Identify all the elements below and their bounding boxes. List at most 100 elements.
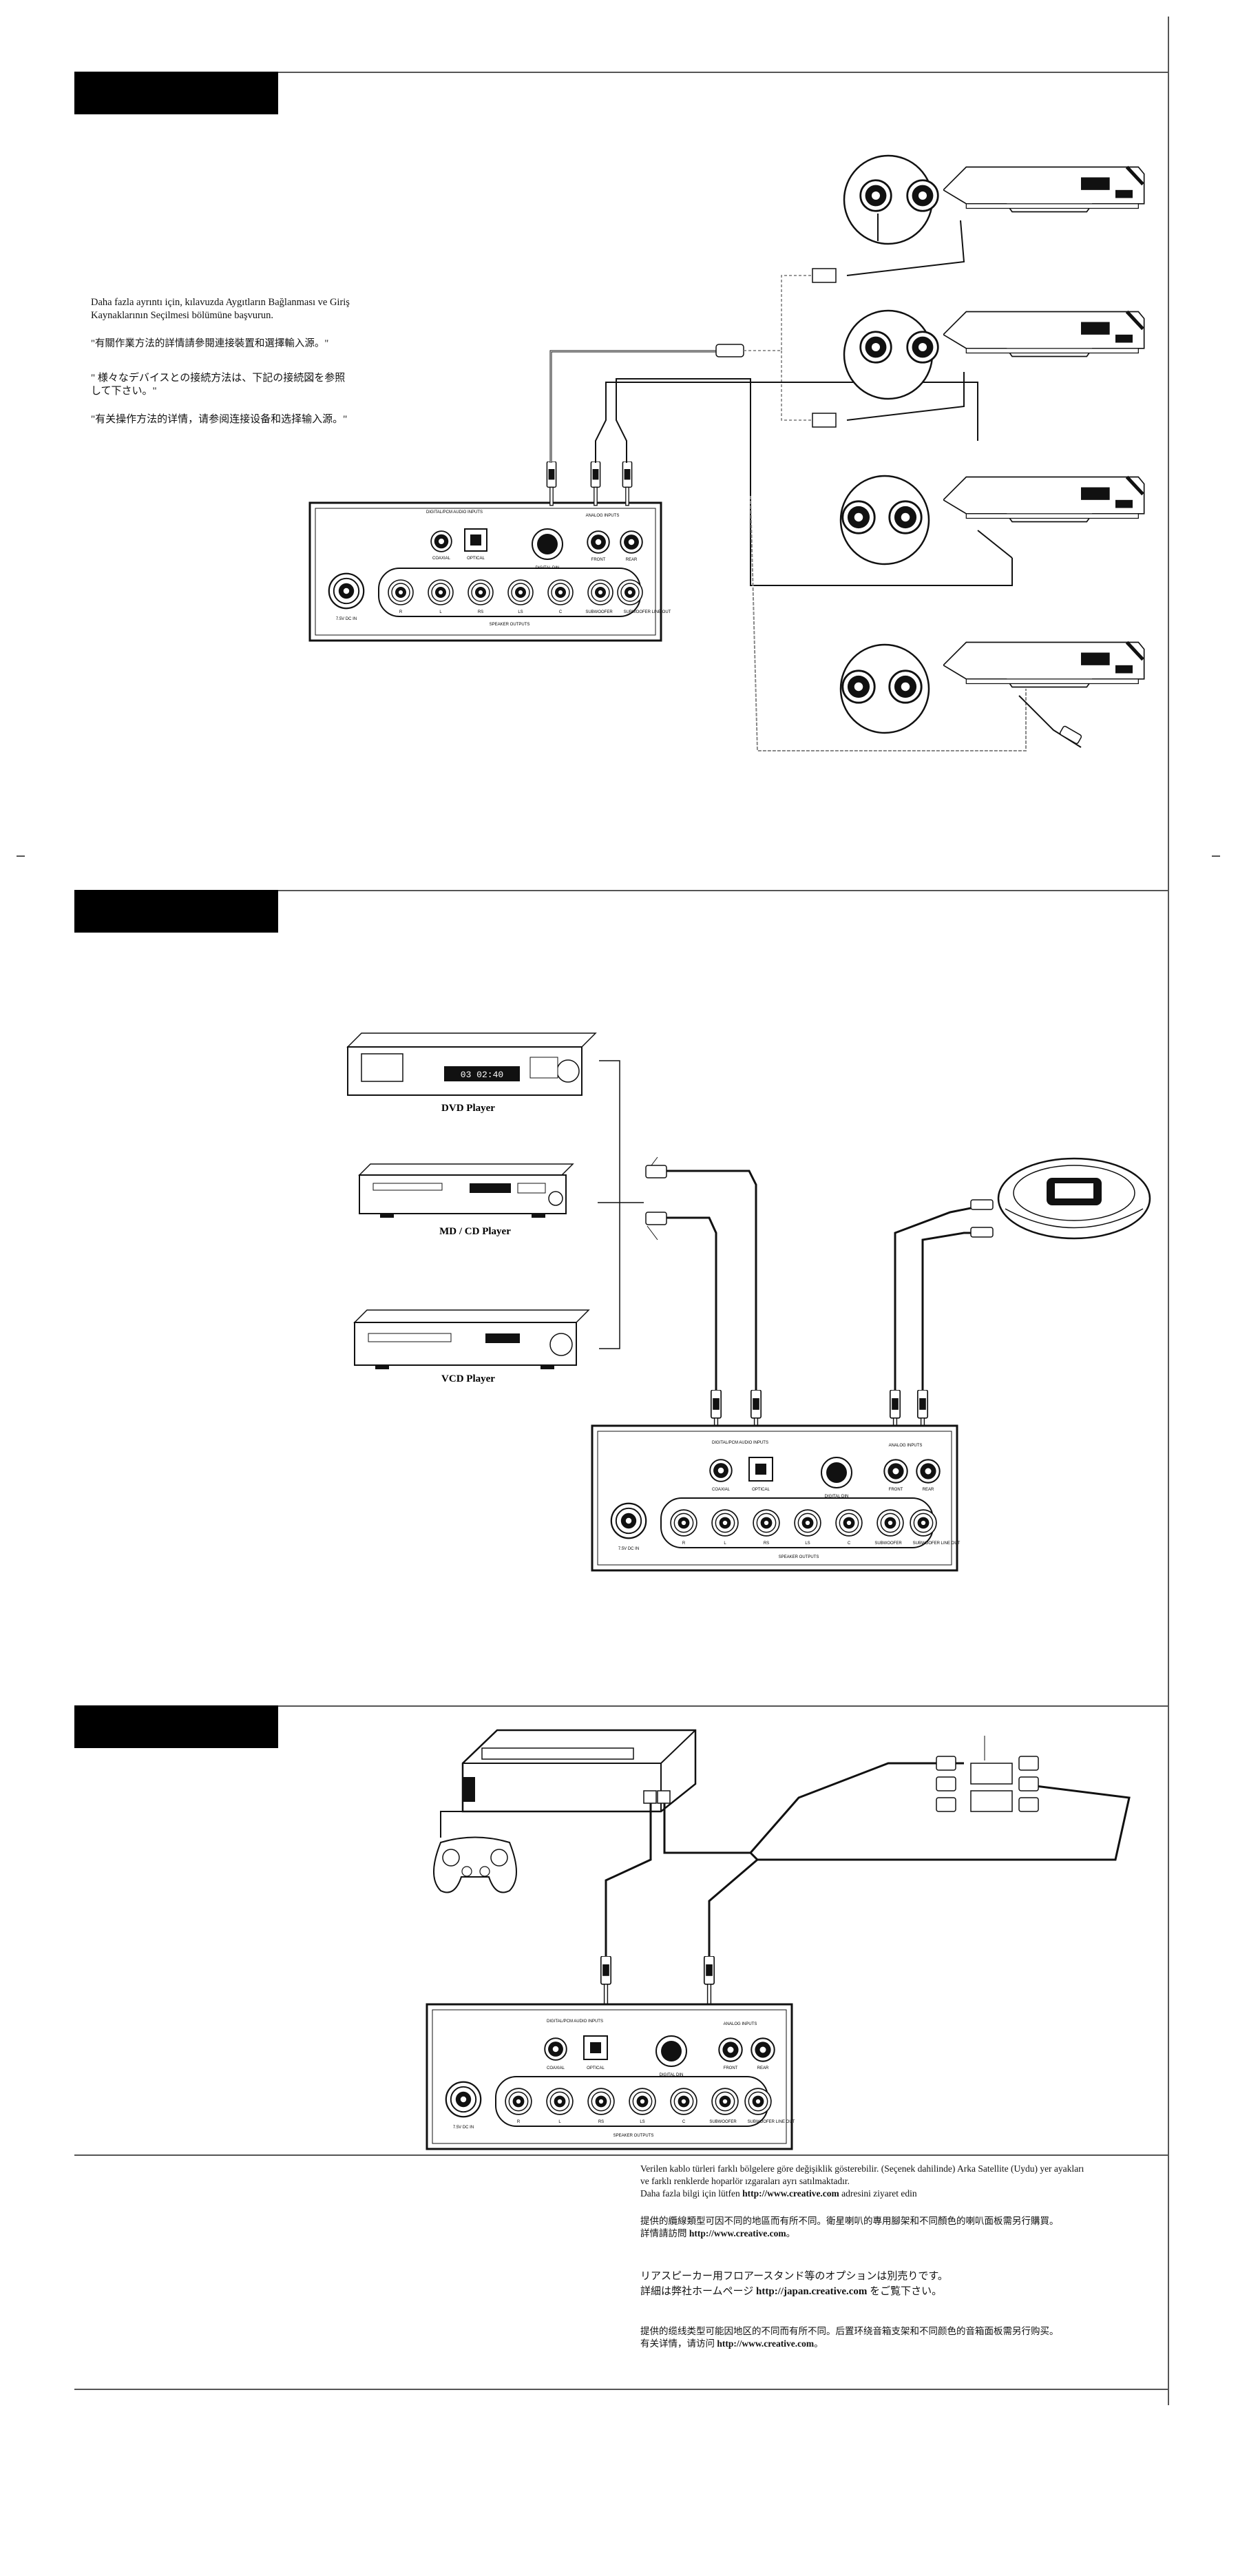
- svg-text:LS: LS: [640, 2120, 644, 2124]
- svg-text:L: L: [558, 2120, 561, 2124]
- game-console-illustration: [461, 1729, 697, 1813]
- svg-text:SUBWOOFER LINE OUT: SUBWOOFER LINE OUT: [913, 1541, 961, 1546]
- footer-tr-line3-post: adresini ziyaret edin: [839, 2188, 917, 2199]
- section1-note-traditional-chinese: "有關作業方法的詳情請參閱連接裝置和選擇輸入源。": [91, 338, 329, 349]
- footer-ja-line1: リアスピーカー用フロアースタンド等のオプションは別売りです。: [640, 2271, 948, 2282]
- footer-note-turkish: Verilen kablo türleri farklı bölgelere g…: [640, 2163, 1164, 2200]
- panel-dc-in-label: 7.5V DC IN: [336, 617, 357, 621]
- svg-text:RS: RS: [764, 1541, 769, 1546]
- control-pod-panel-1: 7.5V DC IN R L RS LS C SUBWOOFER SUBWOOF…: [308, 501, 671, 642]
- svg-text:03 02:40: 03 02:40: [461, 1070, 503, 1080]
- md-cd-player-label: MD / CD Player: [439, 1226, 511, 1237]
- svg-text:L: L: [439, 610, 442, 614]
- sound-card-option-1: [843, 154, 1144, 276]
- footer-tw-line2-pre: 詳情請訪問: [640, 2228, 689, 2239]
- svg-text:SUBWOOFER: SUBWOOFER: [709, 2120, 737, 2124]
- footer-cn-line2-pre: 有关详情，请访问: [640, 2338, 717, 2349]
- svg-text:R: R: [399, 610, 403, 614]
- svg-text:ANALOG INPUTS: ANALOG INPUTS: [586, 514, 620, 518]
- portable-player-illustration: [997, 1157, 1151, 1240]
- crop-mark-right: [1212, 855, 1220, 857]
- footer-tw-url[interactable]: http://www.creative.com: [689, 2228, 786, 2239]
- svg-text:7.5V DC IN: 7.5V DC IN: [618, 1547, 639, 1551]
- svg-text:DIGITAL/PCM AUDIO INPUTS: DIGITAL/PCM AUDIO INPUTS: [712, 1441, 768, 1445]
- svg-text:COAXIAL: COAXIAL: [547, 2066, 565, 2070]
- svg-text:SUBWOOFER: SUBWOOFER: [874, 1541, 902, 1546]
- section2-diagram: 03 02:40 DVD Player MD / CD Player: [346, 1032, 1151, 1572]
- section1-diagram: 7.5V DC IN R L RS LS C SUBWOOFER SUBWOOF…: [308, 154, 1144, 751]
- sound-card-option-3: [839, 475, 1144, 565]
- footer-cn-line1: 提供的缆线类型可能因地区的不同而有所不同。后置环绕音箱支架和不同颜色的音箱面板需…: [640, 2326, 1059, 2336]
- section1-top-rule: [74, 72, 1169, 73]
- svg-text:COAXIAL: COAXIAL: [712, 1488, 731, 1492]
- section3-diagram: 7.5V DC IN R L RS LS C SUBWOOFER SUBWOOF…: [426, 1729, 1131, 2150]
- footer-bottom-rule: [74, 2389, 1169, 2390]
- svg-text:SUBWOOFER LINE OUT: SUBWOOFER LINE OUT: [624, 610, 671, 614]
- footer-ja-url[interactable]: http://japan.creative.com: [756, 2286, 868, 2297]
- svg-text:RS: RS: [478, 610, 483, 614]
- svg-text:R: R: [517, 2120, 521, 2124]
- svg-text:L: L: [724, 1541, 726, 1546]
- svg-text:SUBWOOFER LINE OUT: SUBWOOFER LINE OUT: [748, 2120, 795, 2124]
- svg-text:LS: LS: [805, 1541, 810, 1546]
- svg-text:SPEAKER OUTPUTS: SPEAKER OUTPUTS: [779, 1555, 819, 1559]
- footer-tr-line1: Verilen kablo türleri farklı bölgelere g…: [640, 2163, 1084, 2174]
- svg-text:R: R: [682, 1541, 686, 1546]
- svg-text:ANALOG INPUTS: ANALOG INPUTS: [889, 1444, 923, 1448]
- section3-top-rule: [74, 1705, 1169, 1707]
- section3-header-tab: [74, 1705, 278, 1748]
- page-right-border: [1168, 17, 1169, 2405]
- svg-text:REAR: REAR: [757, 2066, 769, 2070]
- svg-text:DIGITAL DIN: DIGITAL DIN: [660, 2073, 684, 2077]
- control-pod-panel-3: 7.5V DC IN R L RS LS C SUBWOOFER SUBWOOF…: [426, 2003, 795, 2150]
- footer-tr-line2: ve farklı renklerde hoparlör ızgaraları …: [640, 2176, 850, 2186]
- svg-text:DIGITAL/PCM AUDIO INPUTS: DIGITAL/PCM AUDIO INPUTS: [547, 2019, 603, 2024]
- footer-note-japanese: リアスピーカー用フロアースタンド等のオプションは別売りです。 詳細は弊社ホームペ…: [640, 2269, 1164, 2299]
- svg-text:FRONT: FRONT: [889, 1488, 903, 1492]
- control-pod-panel-2: 7.5V DC IN R L RS LS C SUBWOOFER SUBWOOF…: [591, 1424, 961, 1572]
- svg-text:COAXIAL: COAXIAL: [432, 557, 451, 561]
- svg-text:C: C: [848, 1541, 851, 1546]
- svg-text:ANALOG INPUTS: ANALOG INPUTS: [724, 2022, 757, 2026]
- svg-text:FRONT: FRONT: [591, 558, 606, 562]
- md-cd-player-illustration: [358, 1163, 574, 1218]
- footer-top-rule: [74, 2154, 1169, 2156]
- svg-text:SPEAKER OUTPUTS: SPEAKER OUTPUTS: [613, 2134, 654, 2138]
- crop-mark-left: [17, 855, 25, 857]
- svg-text:OPTICAL: OPTICAL: [587, 2066, 605, 2070]
- svg-text:LS: LS: [518, 610, 523, 614]
- svg-text:OPTICAL: OPTICAL: [467, 557, 485, 561]
- footer-tr-line3-pre: Daha fazla bilgi için lütfen: [640, 2188, 743, 2199]
- footer-tr-url[interactable]: http://www.creative.com: [742, 2188, 839, 2199]
- footer-note-simplified-chinese: 提供的缆线类型可能因地区的不同而有所不同。后置环绕音箱支架和不同颜色的音箱面板需…: [640, 2325, 1164, 2350]
- footer-cn-url[interactable]: http://www.creative.com: [717, 2338, 815, 2349]
- svg-text:RS: RS: [598, 2120, 604, 2124]
- svg-text:REAR: REAR: [923, 1488, 934, 1492]
- section1-note-turkish: Daha fazla ayrıntı için, kılavuzda Aygıt…: [91, 297, 350, 321]
- footer-ja-line2-pre: 詳細は弊社ホームページ: [640, 2286, 757, 2297]
- svg-text:REAR: REAR: [626, 558, 638, 562]
- svg-text:DIGITAL/PCM AUDIO INPUTS: DIGITAL/PCM AUDIO INPUTS: [426, 510, 483, 515]
- footer-note-traditional-chinese: 提供的纜線類型可因不同的地區而有所不同。衛星喇叭的專用腳架和不同顏色的喇叭面板需…: [640, 2215, 1164, 2240]
- vcd-player-label: VCD Player: [441, 1373, 495, 1384]
- section2-header-tab: [74, 890, 278, 933]
- section1-note-japanese: " 様々なデバイスとの接続方法は、下記の接続図を参照して下さい。": [91, 373, 346, 397]
- svg-text:OPTICAL: OPTICAL: [752, 1488, 770, 1492]
- svg-text:FRONT: FRONT: [724, 2066, 738, 2070]
- vcd-player-illustration: [353, 1309, 590, 1369]
- svg-text:7.5V DC IN: 7.5V DC IN: [453, 2126, 474, 2130]
- section2-top-rule: [74, 890, 1169, 891]
- dvd-player-label: DVD Player: [441, 1103, 495, 1114]
- svg-text:DIGITAL DIN: DIGITAL DIN: [825, 1495, 849, 1499]
- dvd-player-illustration: 03 02:40: [346, 1032, 597, 1096]
- svg-text:C: C: [559, 610, 563, 614]
- footer-tw-line1: 提供的纜線類型可因不同的地區而有所不同。衛星喇叭的專用腳架和不同顏色的喇叭面板需…: [640, 2216, 1059, 2226]
- section1-note-simplified-chinese: "有关操作方法的详情，请参阅连接设备和选择输入源。": [91, 414, 348, 425]
- footer-ja-line2-post: をご覧下さい。: [867, 2286, 943, 2297]
- svg-text:SPEAKER OUTPUTS: SPEAKER OUTPUTS: [490, 623, 530, 627]
- svg-text:C: C: [682, 2120, 686, 2124]
- svg-text:DIGITAL DIN: DIGITAL DIN: [536, 566, 560, 570]
- sound-card-option-4: [839, 643, 1144, 748]
- section1-header-tab: [74, 72, 278, 114]
